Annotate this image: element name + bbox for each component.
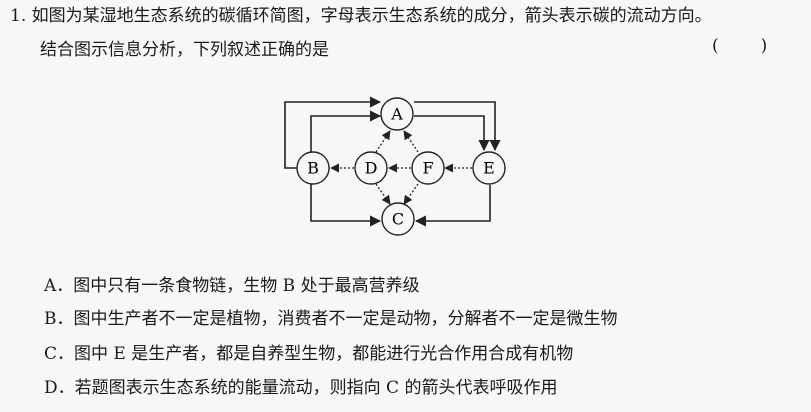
node-b: B [296, 151, 330, 185]
answer-bracket-open: ( [712, 36, 719, 56]
node-d-label: D [365, 159, 378, 178]
arrow-a-to-e-inner [414, 115, 490, 152]
node-d: D [354, 151, 388, 185]
question-stem-line-2: 结合图示信息分析，下列叙述正确的是 [40, 40, 329, 60]
node-c-label: C [392, 210, 404, 229]
node-f: F [411, 151, 445, 185]
arrow-f-to-a [403, 130, 419, 153]
option-a[interactable]: A．图中只有一条食物链，生物 B 处于最高营养级 [44, 276, 420, 296]
option-b[interactable]: B．图中生产者不一定是植物，消费者不一定是动物，分解者不一定是微生物 [44, 309, 618, 329]
node-e-label: E [483, 159, 495, 178]
node-f-label: F [422, 159, 433, 178]
arrow-d-to-a [375, 130, 391, 153]
option-c[interactable]: C．图中 E 是生产者，都是自养型生物，都能进行光合作用合成有机物 [44, 344, 574, 364]
answer-bracket: () [712, 36, 767, 56]
arrow-b-to-a-outer [284, 96, 382, 169]
arrow-b-to-c [310, 183, 382, 227]
node-a-label: A [390, 105, 403, 124]
node-e: E [472, 151, 506, 185]
question-stem-line-1: 1. 如图为某湿地生态系统的碳循环简图，字母表示生态系统的成分，箭头表示碳的流动… [10, 6, 712, 26]
arrow-f-to-c [403, 183, 419, 205]
arrow-d-to-c [375, 183, 391, 205]
node-c: C [381, 202, 415, 236]
option-d[interactable]: D．若题图表示生态系统的能量流动，则指向 C 的箭头代表呼吸作用 [44, 378, 558, 398]
arrow-a-to-e-outer [414, 101, 501, 152]
node-a: A [380, 97, 414, 131]
node-b-label: B [307, 159, 319, 178]
arrow-e-to-c [414, 185, 491, 227]
answer-bracket-close: ) [760, 36, 768, 56]
